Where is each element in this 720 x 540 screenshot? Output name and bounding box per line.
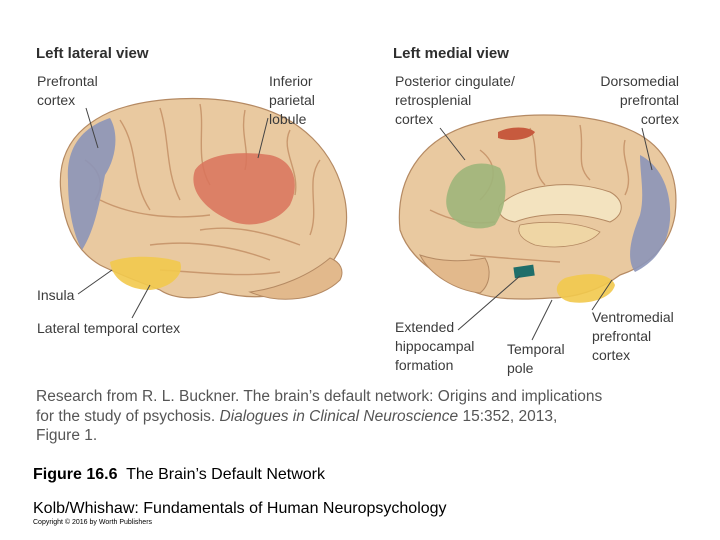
medial-cerebellum	[419, 254, 490, 294]
citation-journal: Dialogues in Clinical Neuroscience	[219, 407, 459, 425]
corpus-callosum	[498, 184, 622, 223]
left-medial-brain	[398, 114, 677, 341]
citation-line-1: Research from R. L. Buckner. The brain’s…	[36, 388, 603, 405]
label-dorsomedial-prefrontal: Dorsomedial prefrontal cortex	[600, 73, 679, 127]
citation-line-2-prefix: for the study of psychosis.	[36, 407, 220, 425]
left-panel-title: Left lateral view	[36, 45, 149, 62]
lateral-temporal-region	[110, 256, 181, 290]
right-leader-lines	[439, 127, 653, 341]
right-panel-title: Left medial view	[393, 45, 509, 62]
figure-number: Figure 16.6	[33, 466, 118, 483]
left-lateral-brain	[59, 97, 348, 319]
prefrontal-region	[67, 118, 116, 250]
temporal-pole-region	[556, 274, 615, 303]
inferior-parietal-region	[193, 153, 295, 225]
label-ventromedial-prefrontal: Ventromedial prefrontal cortex	[592, 309, 674, 363]
thalamus	[518, 222, 601, 248]
label-posterior-cingulate: Posterior cingulate/ retrosplenial corte…	[395, 73, 515, 127]
hippocampal-region	[513, 264, 535, 279]
book-title: Kolb/Whishaw: Fundamentals of Human Neur…	[33, 500, 447, 517]
label-prefrontal-cortex: Prefrontal cortex	[37, 73, 98, 108]
label-insula: Insula	[37, 287, 75, 303]
citation-line-3: Figure 1.	[36, 427, 98, 444]
copyright-notice: Copyright © 2016 by Worth Publishers	[33, 519, 153, 526]
figure-caption: Figure 16.6 The Brain’s Default Network	[33, 466, 325, 484]
figure-title: The Brain’s Default Network	[126, 466, 325, 483]
citation-line-2-suffix: 15:352, 2013,	[458, 407, 558, 425]
cerebellum	[248, 257, 343, 300]
source-citation: Research from R. L. Buckner. The brain’s…	[36, 387, 686, 446]
medial-prefrontal-region	[630, 155, 671, 272]
left-leader-lines	[77, 107, 269, 319]
label-extended-hippocampal: Extended hippocampal formation	[395, 319, 475, 373]
label-temporal-pole: Temporal pole	[507, 341, 565, 376]
posterior-cingulate-region	[446, 163, 506, 229]
label-inferior-parietal-lobule: Inferior parietal lobule	[269, 73, 315, 127]
dorsomedial-red-patch	[498, 127, 535, 140]
label-lateral-temporal-cortex: Lateral temporal cortex	[37, 320, 181, 336]
